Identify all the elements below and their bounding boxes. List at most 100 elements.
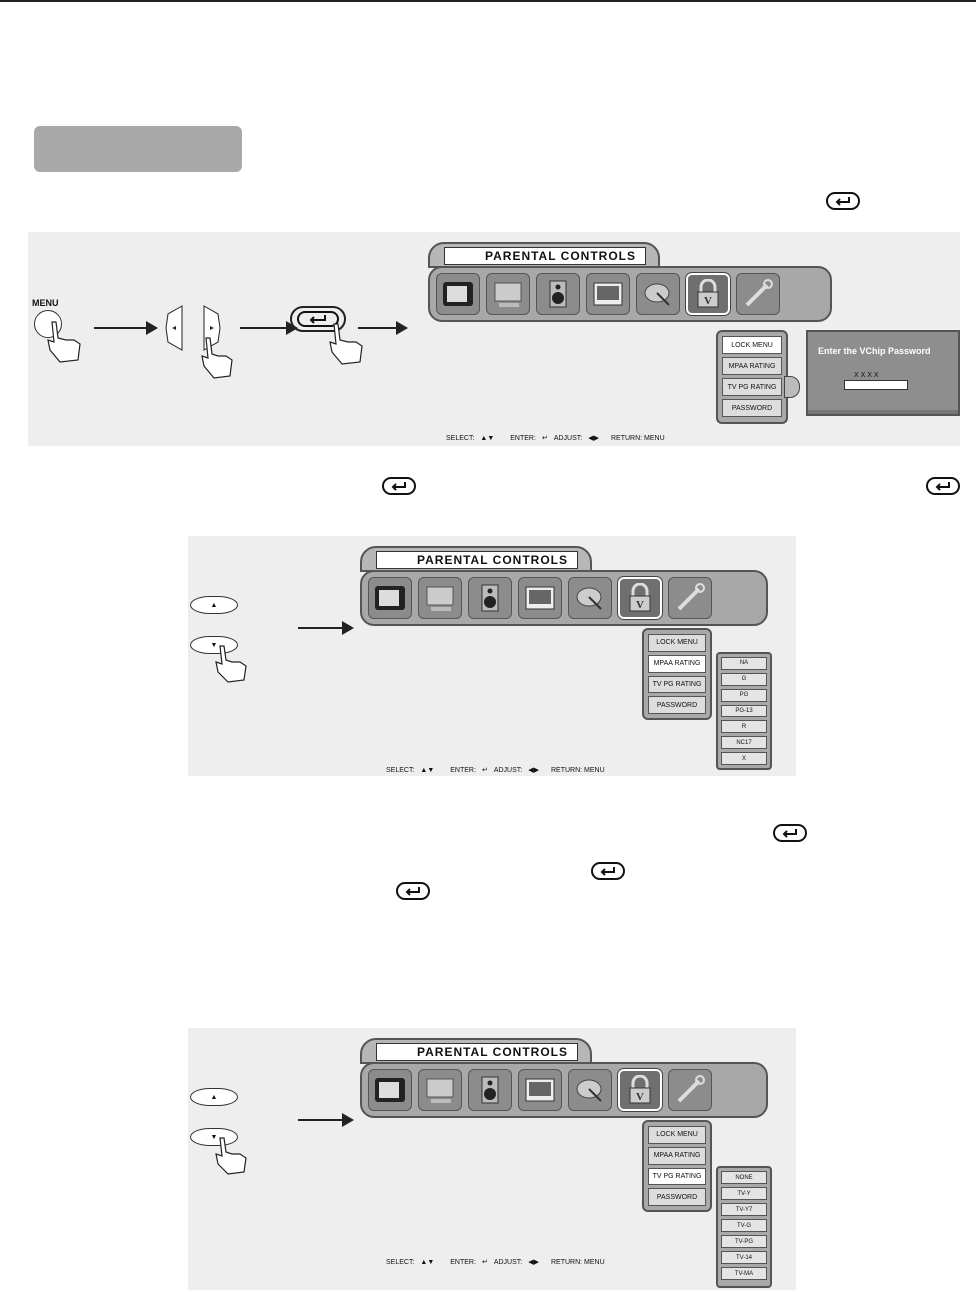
menu-item-lock[interactable]: LOCK MENU [722, 336, 782, 354]
tv-icon[interactable] [368, 577, 412, 619]
tv-rating-option[interactable]: NONE [721, 1171, 767, 1184]
screen-icon[interactable] [518, 577, 562, 619]
password-title: Enter the VChip Password [818, 346, 931, 356]
satellite-dish-icon[interactable] [568, 577, 612, 619]
wrench-icon[interactable] [736, 273, 780, 315]
tv-icon[interactable] [436, 273, 480, 315]
speaker-icon[interactable] [468, 1069, 512, 1111]
footer-select: SELECT: [386, 766, 415, 774]
osd-title: PARENTAL CONTROLS [376, 551, 578, 569]
satellite-dish-icon[interactable] [636, 273, 680, 315]
hand-press-icon [215, 645, 247, 683]
parental-menu: LOCK MENU MPAA RATING TV PG RATING PASSW… [642, 628, 712, 720]
menu-item-password[interactable]: PASSWORD [648, 696, 706, 714]
enter-key[interactable] [290, 306, 346, 332]
up-key[interactable]: ▲ [190, 1088, 238, 1106]
footer-enter: ENTER: [450, 1258, 476, 1266]
menu-item-tvpg[interactable]: TV PG RATING [722, 378, 782, 396]
enter-icon [826, 192, 860, 210]
figure-3-panel: ▲ ▼ PARENTAL CONTROLS V LOCK MENU MPAA R… [188, 1028, 796, 1290]
menu-item-lock[interactable]: LOCK MENU [648, 1126, 706, 1144]
parental-menu: LOCK MENU MPAA RATING TV PG RATING PASSW… [716, 330, 788, 424]
footer-enter: ENTER: [510, 434, 536, 442]
screen-icon[interactable] [518, 1069, 562, 1111]
hand-press-icon [201, 337, 233, 379]
tv-rating-option[interactable]: TV-Y7 [721, 1203, 767, 1216]
parental-menu: LOCK MENU MPAA RATING TV PG RATING PASSW… [642, 1120, 712, 1212]
speaker-icon[interactable] [468, 577, 512, 619]
osd-header: PARENTAL CONTROLS [360, 1038, 592, 1064]
tv-rating-option[interactable]: TV-14 [721, 1251, 767, 1264]
lock-icon[interactable]: V [686, 273, 730, 315]
speaker-icon[interactable] [536, 273, 580, 315]
flow-arrow [240, 327, 290, 329]
mpaa-rating-list: NA G PG PG-13 R NC17 X [716, 652, 772, 770]
hand-press-icon [47, 321, 81, 363]
lock-icon[interactable]: V [618, 577, 662, 619]
up-down-arrows-icon: ▲▼ [420, 766, 435, 774]
lock-icon[interactable]: V [618, 1069, 662, 1111]
menu-item-password[interactable]: PASSWORD [648, 1188, 706, 1206]
osd-header: PARENTAL CONTROLS [360, 546, 592, 572]
enter-icon [926, 477, 960, 495]
wrench-icon[interactable] [668, 577, 712, 619]
tv-rating-option[interactable]: TV-PG [721, 1235, 767, 1248]
menu-item-mpaa[interactable]: MPAA RATING [648, 1146, 706, 1165]
left-right-arrows-icon: ◀▶ [588, 435, 599, 442]
menu-item-tvpg[interactable]: TV PG RATING [648, 1167, 706, 1186]
mpaa-option[interactable]: PG [721, 688, 767, 702]
submenu-connector [784, 376, 800, 398]
osd-icon-bar: V [360, 570, 768, 626]
osd-icon-bar: V [428, 266, 832, 322]
menu-item-mpaa[interactable]: MPAA RATING [648, 654, 706, 673]
mpaa-option[interactable]: R [721, 720, 767, 734]
mpaa-option[interactable]: NC17 [721, 736, 767, 750]
osd-footer: SELECT: ▲▼ ENTER: ↵ ADJUST: ◀▶ RETURN: M… [386, 766, 605, 775]
pc-icon[interactable] [418, 1069, 462, 1111]
mpaa-option[interactable]: PG-13 [721, 704, 767, 718]
up-key[interactable]: ▲ [190, 596, 238, 614]
left-right-arrows-icon: ◀▶ [528, 767, 539, 774]
password-dialog: Enter the VChip Password X X X X [806, 330, 960, 416]
osd-title: PARENTAL CONTROLS [444, 247, 646, 265]
footer-adjust: ADJUST: [493, 1258, 523, 1266]
password-input[interactable] [844, 380, 908, 390]
flow-arrow [94, 327, 150, 329]
menu-item-mpaa[interactable]: MPAA RATING [722, 357, 782, 375]
footer-return: RETURN: MENU [551, 1258, 605, 1266]
mpaa-option[interactable]: G [721, 672, 767, 686]
satellite-dish-icon[interactable] [568, 1069, 612, 1111]
tv-rating-option[interactable]: TV-MA [721, 1267, 767, 1280]
password-mask: X X X X [854, 372, 879, 379]
down-key[interactable]: ▼ [190, 636, 238, 654]
down-key[interactable]: ▼ [190, 1128, 238, 1146]
pc-icon[interactable] [486, 273, 530, 315]
footer-adjust: ADJUST: [493, 766, 523, 774]
mpaa-option[interactable]: X [721, 752, 767, 766]
arrowhead [342, 621, 354, 635]
menu-button[interactable] [34, 310, 62, 338]
screen-icon[interactable] [586, 273, 630, 315]
osd-footer: SELECT: ▲▼ ENTER: ↵ ADJUST: ◀▶ RETURN: M… [386, 1258, 605, 1267]
menu-button-label: MENU [32, 298, 59, 308]
footer-select: SELECT: [386, 1258, 415, 1266]
wrench-icon[interactable] [668, 1069, 712, 1111]
footer-adjust: ADJUST: [553, 434, 583, 442]
arrowhead [146, 321, 158, 335]
tv-rating-option[interactable]: TV-Y [721, 1187, 767, 1200]
footer-enter: ENTER: [450, 766, 476, 774]
arrowhead [396, 321, 408, 335]
flow-arrow [298, 627, 344, 629]
pc-icon[interactable] [418, 577, 462, 619]
mpaa-option[interactable]: NA [721, 657, 767, 670]
menu-item-tvpg[interactable]: TV PG RATING [648, 675, 706, 694]
flow-arrow [358, 327, 398, 329]
enter-icon [773, 824, 807, 842]
left-key[interactable] [164, 304, 184, 352]
menu-item-password[interactable]: PASSWORD [722, 399, 782, 417]
tv-rating-option[interactable]: TV-G [721, 1219, 767, 1232]
menu-item-lock[interactable]: LOCK MENU [648, 634, 706, 652]
tv-icon[interactable] [368, 1069, 412, 1111]
enter-icon [591, 862, 625, 880]
flow-arrow [298, 1119, 344, 1121]
